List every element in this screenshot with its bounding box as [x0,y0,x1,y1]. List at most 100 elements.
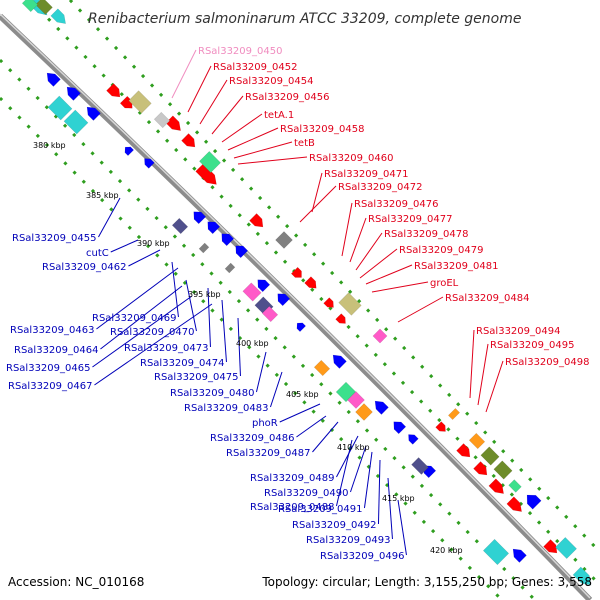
gene-block[interactable] [555,537,577,559]
gene-label-plus[interactable]: RSal33209_0458 [280,124,364,135]
gene-block[interactable] [447,407,461,421]
gene-label-minus[interactable]: RSal33209_0480 [170,388,254,399]
gene-arrow[interactable] [190,208,207,225]
gene-label-minus[interactable]: RSal33209_0483 [184,403,268,414]
gene-block[interactable] [47,95,73,121]
gene-arrow[interactable] [106,83,124,101]
gene-arrow[interactable] [232,242,249,259]
gene-label-plus[interactable]: RSal33209_0460 [309,153,393,164]
gene-label-minus[interactable]: RSal33209_0465 [6,363,90,374]
gene-label-minus[interactable]: RSal33209_0493 [306,535,390,546]
gene-label-minus[interactable]: RSal33209_0474 [140,358,224,369]
gene-arrow[interactable] [50,8,69,27]
gene-arrow[interactable] [435,421,449,435]
gene-arrow[interactable] [249,213,267,231]
gene-label-minus[interactable]: RSal33209_0473 [124,343,208,354]
gene-block[interactable] [508,479,522,493]
gene-block[interactable] [338,292,362,316]
gene-label-minus[interactable]: phoR [252,418,278,429]
gene-label-minus[interactable]: RSal33209_0463 [10,325,94,336]
gene-label-plus[interactable]: RSal33209_0479 [399,245,483,256]
gene-block[interactable] [482,538,510,566]
gene-label-minus[interactable]: RSal33209_0486 [210,433,294,444]
gene-label-minus[interactable]: RSal33209_0490 [264,488,348,499]
gene-block[interactable] [275,231,293,249]
gene-label-plus[interactable]: RSal33209_0471 [324,169,408,180]
gene-arrow[interactable] [390,418,407,435]
gene-arrow[interactable] [506,496,525,515]
gene-label-minus[interactable]: RSal33209_0487 [226,448,310,459]
gene-label-plus[interactable]: tetA.1 [264,110,294,121]
gene-label-plus[interactable]: RSal33209_0477 [368,214,452,225]
gene-label-minus[interactable]: RSal33209_0469 [92,313,176,324]
gene-arrow[interactable] [323,297,337,311]
gene-block[interactable] [242,282,262,302]
gene-label-plus[interactable]: RSal33209_0454 [229,76,313,87]
gene-label-plus[interactable]: RSal33209_0476 [354,199,438,210]
gene-label-minus[interactable]: RSal33209_0464 [14,345,98,356]
gene-arrow[interactable] [372,398,389,415]
gene-label-minus[interactable]: RSal33209_0455 [12,233,96,244]
gene-label-plus[interactable]: RSal33209_0450 [198,46,282,57]
gene-arrow[interactable] [165,115,184,134]
gene-arrow[interactable] [523,491,542,510]
gene-label-plus[interactable]: RSal33209_0494 [476,326,560,337]
gene-arrow[interactable] [274,290,291,307]
gene-block[interactable] [153,111,171,129]
gene-block[interactable] [411,457,429,475]
gene-arrow[interactable] [218,230,235,247]
gene-label-minus[interactable]: RSal33209_0462 [42,262,126,273]
gene-label-minus[interactable]: RSal33209_0491 [278,504,362,515]
gene-label-plus[interactable]: RSal33209_0478 [384,229,468,240]
gene-block[interactable] [21,0,39,13]
gene-label-minus[interactable]: RSal33209_0489 [250,473,334,484]
gene-block[interactable] [128,90,152,114]
gene-label-plus[interactable]: RSal33209_0495 [490,340,574,351]
gene-label-minus[interactable]: cutC [86,248,109,259]
gene-arrow[interactable] [142,156,155,169]
gene-label-plus[interactable]: tetB [294,138,315,149]
gene-block[interactable] [224,262,236,274]
gene-arrow[interactable] [122,144,135,157]
gene-block[interactable] [468,432,486,450]
gene-block[interactable] [198,242,210,254]
gene-block[interactable] [35,0,53,15]
gene-label-minus[interactable]: RSal33209_0475 [154,372,238,383]
gene-label-minus[interactable]: RSal33209_0488 [250,502,334,513]
gene-arrow[interactable] [195,163,221,189]
gene-block[interactable] [63,109,89,135]
gene-block[interactable] [261,305,279,323]
gene-label-minus[interactable]: RSal33209_0496 [320,551,404,562]
gene-arrow[interactable] [488,478,507,497]
gene-arrow[interactable] [254,276,271,293]
gene-arrow[interactable] [64,84,81,101]
gene-arrow[interactable] [84,104,101,121]
gene-label-minus[interactable]: RSal33209_0467 [8,381,92,392]
gene-label-plus[interactable]: RSal33209_0452 [213,62,297,73]
gene-arrow[interactable] [330,352,347,369]
gene-arrow[interactable] [335,313,349,327]
gene-arrow[interactable] [294,320,307,333]
gene-label-plus[interactable]: RSal33209_0456 [245,92,329,103]
gene-label-plus[interactable]: RSal33209_0481 [414,261,498,272]
gene-label-plus[interactable]: RSal33209_0484 [445,293,529,304]
gene-arrow[interactable] [510,546,527,563]
gene-label-minus[interactable]: RSal33209_0492 [292,520,376,531]
gene-arrow[interactable] [44,70,61,87]
gene-arrow[interactable] [406,432,419,445]
gene-block[interactable] [347,391,365,409]
gene-label-plus[interactable]: RSal33209_0498 [505,357,589,368]
gene-block[interactable] [313,359,331,377]
gene-block[interactable] [171,217,189,235]
gene-arrow[interactable] [456,443,474,461]
gene-arrow[interactable] [473,461,491,479]
gene-block[interactable] [372,328,388,344]
gene-arrow[interactable] [304,276,320,292]
gene-arrow[interactable] [204,218,221,235]
gene-block[interactable] [493,460,513,480]
gene-arrow[interactable] [572,566,595,589]
gene-arrow[interactable] [181,133,199,151]
gene-label-minus[interactable]: RSal33209_0470 [110,327,194,338]
gene-arrow[interactable] [290,266,304,280]
gene-label-plus[interactable]: RSal33209_0472 [338,182,422,193]
